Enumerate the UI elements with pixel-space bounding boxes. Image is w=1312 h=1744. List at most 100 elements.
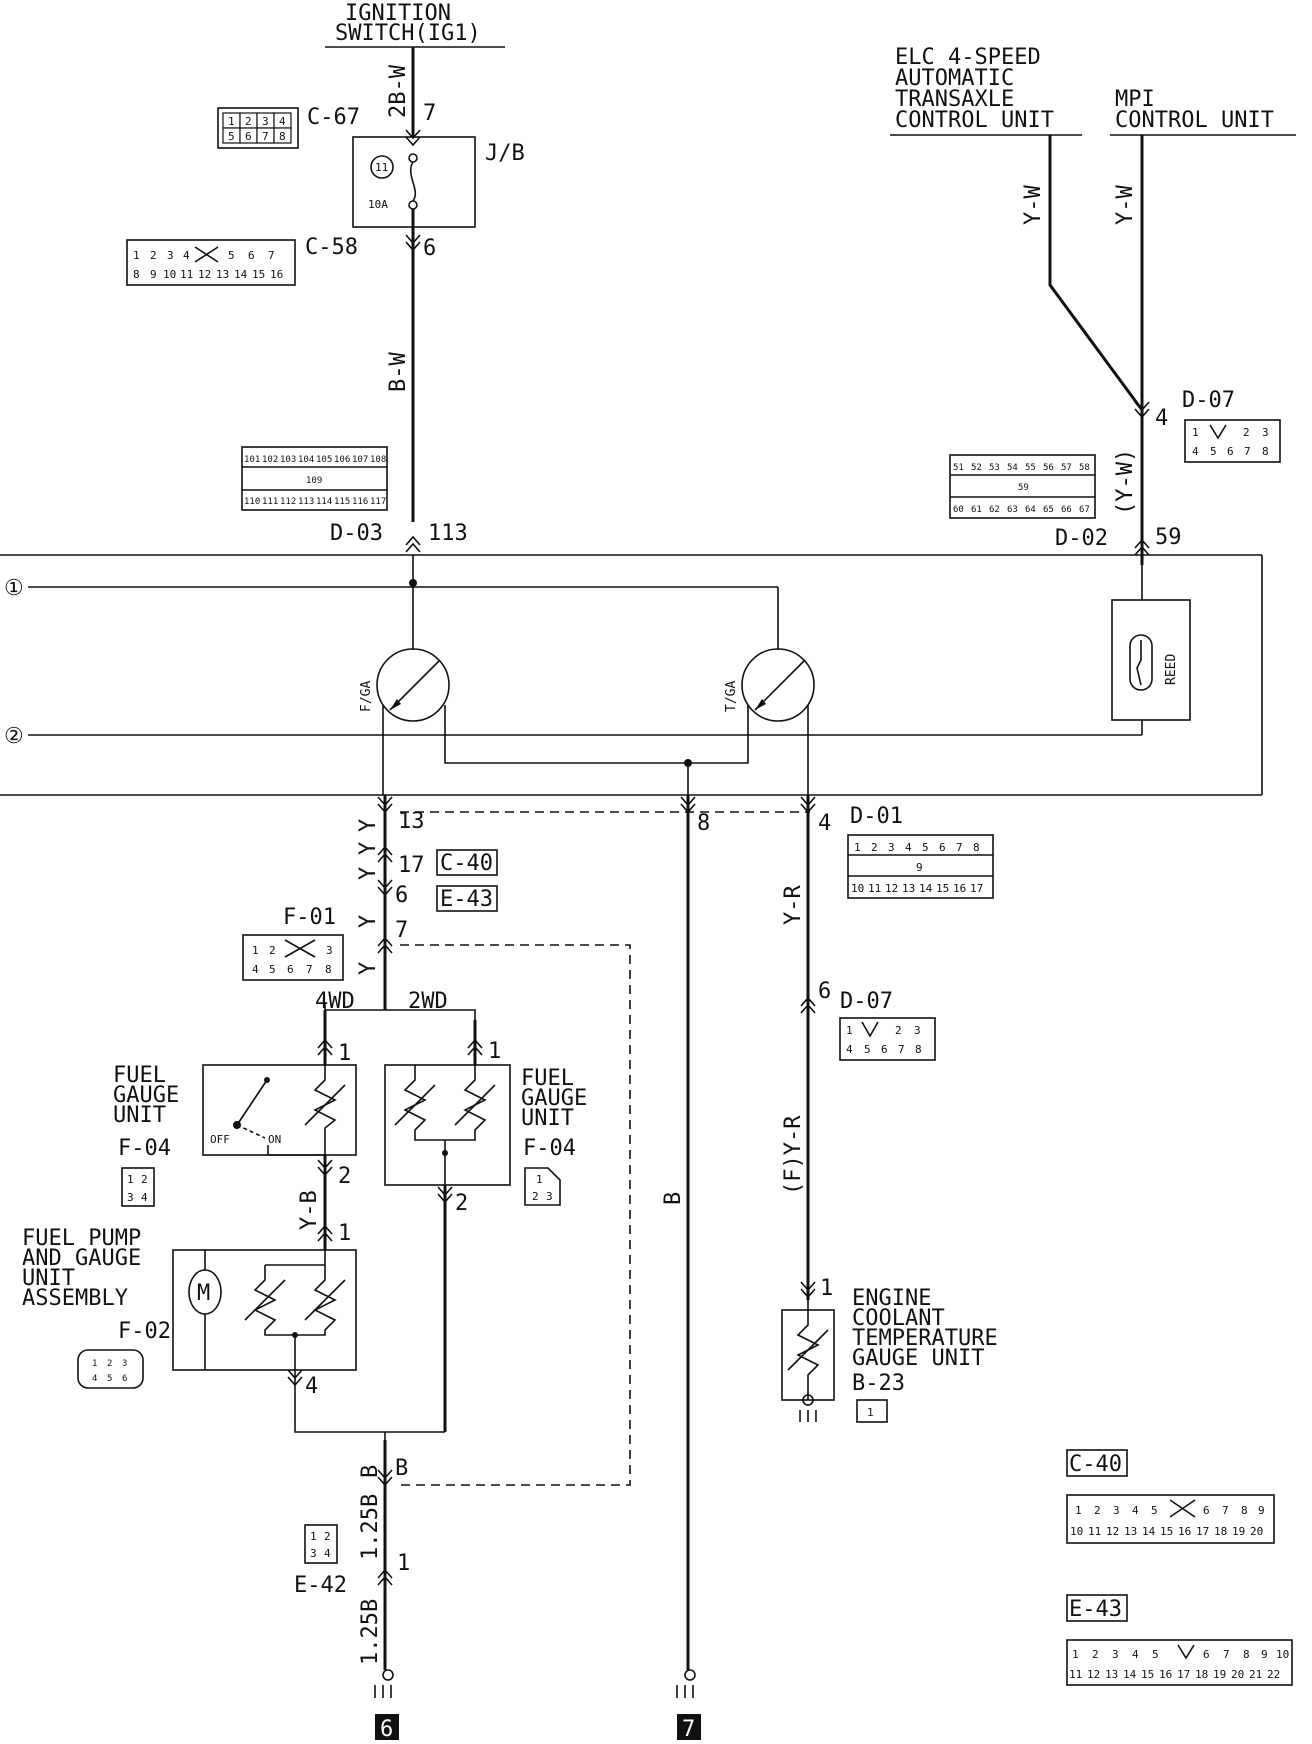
svg-text:9: 9 [1258, 1504, 1265, 1517]
connector-f02-label: F-02 [118, 1319, 171, 1344]
svg-text:115: 115 [334, 497, 350, 507]
svg-text:2: 2 [324, 1530, 331, 1543]
svg-text:111: 111 [262, 497, 278, 507]
svg-text:7: 7 [262, 130, 269, 143]
svg-text:4: 4 [252, 963, 259, 976]
svg-text:15: 15 [1141, 1668, 1154, 1681]
svg-text:16: 16 [953, 882, 966, 895]
svg-text:6: 6 [122, 1374, 127, 1384]
svg-text:9: 9 [1261, 1648, 1268, 1661]
svg-text:3: 3 [127, 1191, 134, 1204]
svg-text:Y: Y [356, 915, 381, 928]
connector-c58-face: 1 2 3 4 5 6 7 8 9 10 11 12 13 14 15 16 [126, 239, 296, 286]
connector-d02-label: D-02 [1055, 526, 1108, 551]
svg-text:116: 116 [352, 497, 368, 507]
svg-text:117: 117 [370, 497, 386, 507]
svg-text:2: 2 [871, 841, 878, 854]
svg-text:103: 103 [280, 455, 296, 465]
svg-text:1: 1 [92, 1359, 97, 1369]
svg-text:TEMPERATURE: TEMPERATURE [852, 1326, 998, 1351]
svg-text:2: 2 [269, 944, 276, 957]
svg-text:16: 16 [270, 268, 283, 281]
connector-d02-face: 51 52 53 54 55 56 57 58 59 60 61 62 63 6… [949, 454, 1096, 519]
wire-label-y-r: Y-R [781, 885, 806, 925]
pin-e43: 6 [395, 883, 408, 908]
fuel-gauge-unit-4wd-label: FUEL GAUGE UNIT [113, 1063, 179, 1128]
svg-text:SWITCH(IG1): SWITCH(IG1) [335, 21, 481, 46]
connector-c58-label: C-58 [305, 235, 358, 260]
connector-c67-label: C-67 [307, 105, 360, 130]
svg-text:10: 10 [1070, 1525, 1083, 1538]
svg-text:55: 55 [1025, 463, 1036, 473]
svg-text:12: 12 [198, 268, 211, 281]
svg-text:5: 5 [864, 1043, 871, 1056]
svg-text:12: 12 [885, 882, 898, 895]
svg-text:12: 12 [1087, 1668, 1100, 1681]
svg-text:57: 57 [1061, 463, 1072, 473]
svg-text:17: 17 [1177, 1668, 1190, 1681]
wire-label-2b-w: 2B-W [386, 64, 411, 118]
svg-text:8: 8 [1243, 1648, 1250, 1661]
pin-c58: 6 [423, 236, 436, 261]
svg-text:ON: ON [268, 1133, 281, 1146]
svg-text:AUTOMATIC: AUTOMATIC [895, 66, 1014, 91]
connector-d01-face: 1 2 3 4 5 6 7 8 9 10 11 12 13 14 15 16 1… [847, 834, 994, 899]
svg-text:E-43: E-43 [440, 887, 493, 912]
fuel-pump-assembly: M [172, 1249, 357, 1371]
svg-text:3: 3 [914, 1024, 921, 1037]
svg-text:CONTROL UNIT: CONTROL UNIT [895, 108, 1054, 133]
svg-text:AND GAUGE: AND GAUGE [22, 1246, 141, 1271]
fuse-icon [409, 161, 417, 202]
svg-text:2: 2 [532, 1190, 539, 1203]
svg-text:102: 102 [262, 455, 278, 465]
svg-text:54: 54 [1007, 463, 1018, 473]
svg-text:20: 20 [1250, 1525, 1263, 1538]
meter-terminal-1: ① [4, 576, 779, 650]
svg-text:4: 4 [1132, 1504, 1139, 1517]
svg-text:5: 5 [1151, 1504, 1158, 1517]
wire-label-125b-top: 1.25B [358, 1494, 383, 1560]
svg-text:3: 3 [326, 944, 333, 957]
svg-text:6: 6 [939, 841, 946, 854]
svg-text:11: 11 [180, 268, 193, 281]
svg-text:11: 11 [868, 882, 881, 895]
mpi-control-unit-label: MPI CONTROL UNIT [1110, 87, 1296, 136]
fuel-wire-labels: Y Y Y Y Y [356, 819, 381, 975]
svg-text:4: 4 [141, 1191, 148, 1204]
connector-f02-face: 1 2 3 4 5 6 [77, 1349, 144, 1389]
svg-text:CONTROL UNIT: CONTROL UNIT [1115, 108, 1274, 133]
label-2wd: 2WD [408, 989, 448, 1014]
svg-text:1: 1 [846, 1024, 853, 1037]
svg-text:9: 9 [916, 861, 923, 874]
wire-label-b-w: B-W [386, 352, 411, 392]
fuel-pump-label: FUEL PUMP AND GAUGE UNIT ASSEMBLY [22, 1226, 141, 1311]
svg-text:1: 1 [228, 115, 235, 128]
connector-d07a-face: 1 2 3 4 5 6 7 8 [1184, 419, 1281, 463]
wire-label-125b-bottom: 1.25B [358, 1599, 383, 1665]
svg-text:7: 7 [306, 963, 313, 976]
svg-text:②: ② [4, 724, 24, 749]
pin-meter4: 4 [818, 811, 831, 836]
svg-text:6: 6 [1203, 1504, 1210, 1517]
svg-text:6: 6 [248, 249, 255, 262]
svg-text:5: 5 [1152, 1648, 1159, 1661]
svg-text:FUEL: FUEL [521, 1066, 574, 1091]
fuel-gauge: F/GA [359, 648, 688, 795]
svg-text:7: 7 [1244, 445, 1251, 458]
svg-text:ENGINE: ENGINE [852, 1286, 931, 1311]
fuse-rating: 10A [368, 198, 388, 211]
fuse-number: 11 [375, 161, 388, 174]
svg-text:Y: Y [356, 867, 381, 880]
connector-f01-label: F-01 [283, 905, 336, 930]
svg-text:10: 10 [163, 268, 176, 281]
wire-label-f-y-r: (F)Y-R [781, 1115, 806, 1195]
fuel-gauge-unit-2wd-label: FUEL GAUGE UNIT [521, 1066, 587, 1131]
svg-text:4: 4 [1192, 445, 1199, 458]
drive-split-bracket [324, 1002, 476, 1020]
svg-text:4: 4 [905, 841, 912, 854]
svg-text:C-40: C-40 [440, 851, 493, 876]
junction-block: 11 10A [352, 136, 476, 228]
svg-text:56: 56 [1043, 463, 1054, 473]
connector-c40-inline: C-40 [436, 849, 498, 876]
